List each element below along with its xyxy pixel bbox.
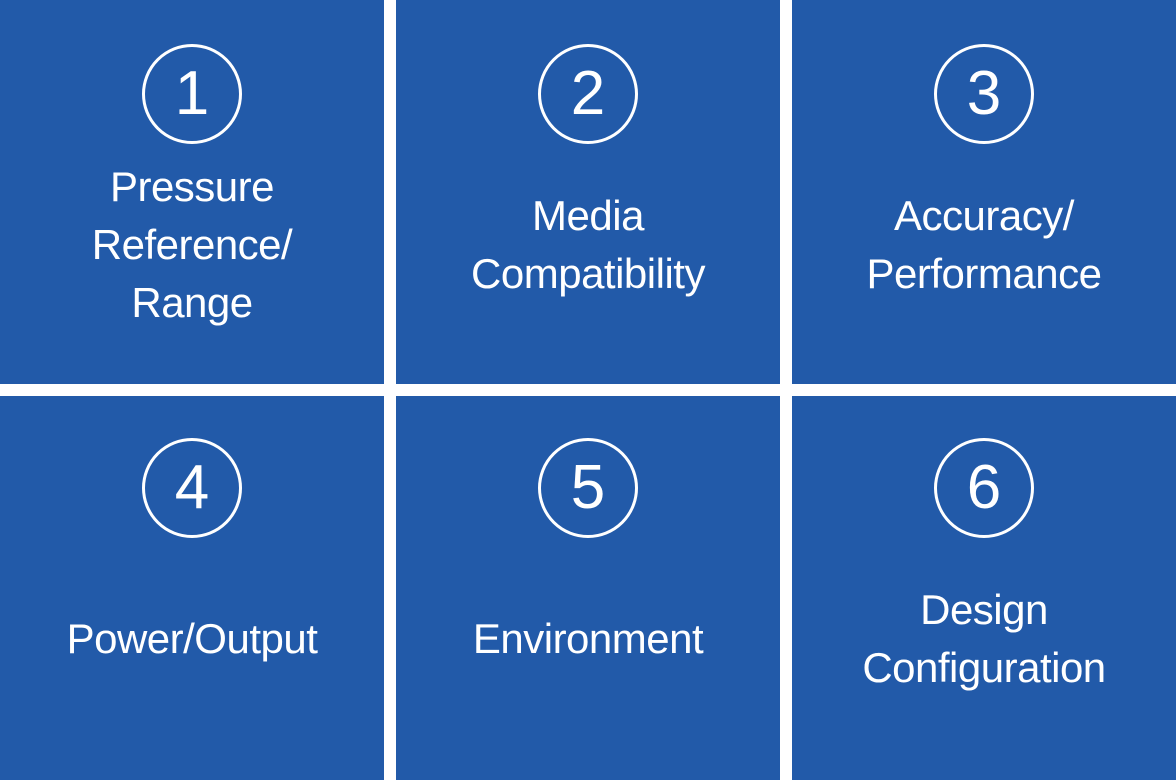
number-badge-5: 5 [538,438,638,538]
number-badge-1: 1 [142,44,242,144]
tile-power-output: 4 Power/Output [0,396,384,780]
tile-pressure-reference-range: 1 Pressure Reference/ Range [0,0,384,384]
tile-label-5: Environment [472,614,704,662]
tile-accuracy-performance: 3 Accuracy/ Performance [792,0,1176,384]
tile-label-6: Design Configuration [862,585,1106,691]
number-badge-6: 6 [934,438,1034,538]
number-badge-4: 4 [142,438,242,538]
tile-design-configuration: 6 Design Configuration [792,396,1176,780]
number-badge-2: 2 [538,44,638,144]
tile-media-compatibility: 2 Media Compatibility [396,0,780,384]
number-badge-3: 3 [934,44,1034,144]
tile-label-3: Accuracy/ Performance [866,192,1102,297]
tile-label-1: Pressure Reference/ Range [91,163,293,326]
tile-label-4: Power/Output [66,614,318,662]
tile-label-2: Media Compatibility [471,192,705,297]
tile-environment: 5 Environment [396,396,780,780]
